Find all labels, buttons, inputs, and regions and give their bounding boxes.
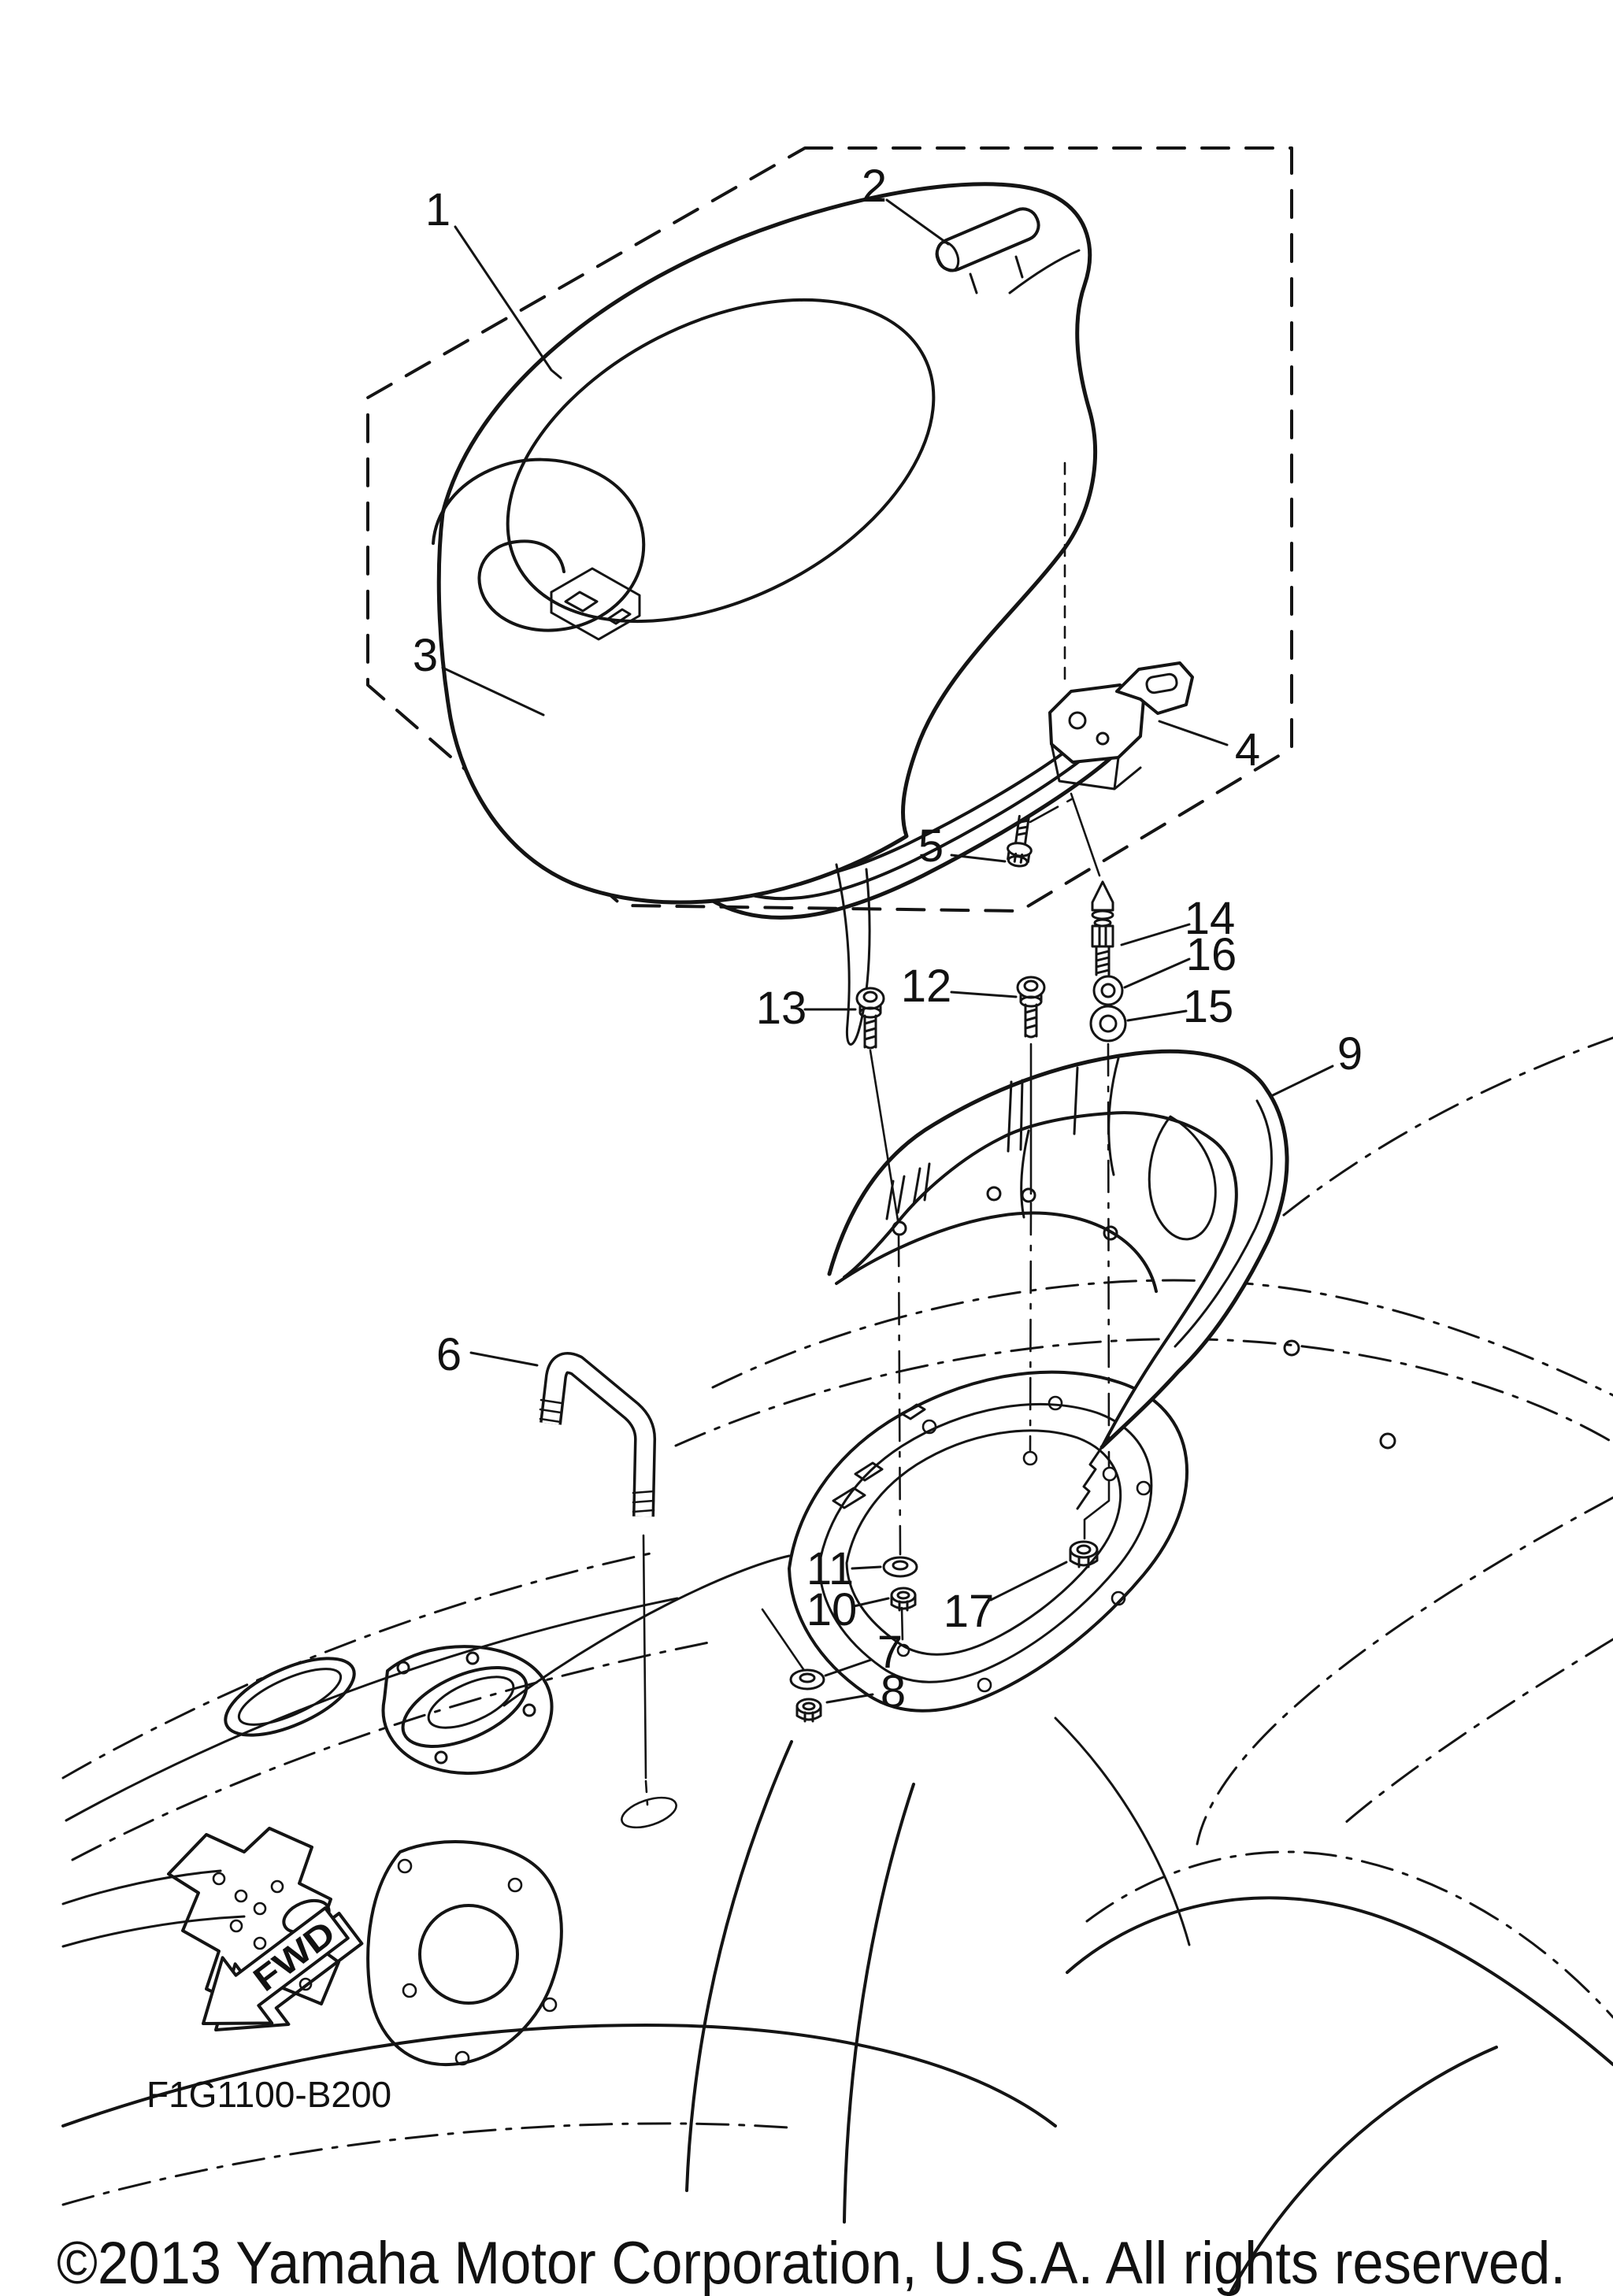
seat-hook-bracket	[550, 567, 641, 641]
copyright-text: ©2013 Yamaha Motor Corporation, U.S.A. A…	[57, 2230, 1566, 2296]
callout-labels: 1 2 3 4 5 6 7 8 9 10 11 12 13 14 15 16 1…	[413, 161, 1363, 1717]
callout-4: 4	[1235, 724, 1260, 776]
callout-11: 11	[806, 1543, 854, 1594]
seat-panel-seam	[506, 298, 936, 624]
callout-9: 9	[1337, 1028, 1363, 1079]
callout-2: 2	[862, 161, 887, 212]
screw-12	[1016, 976, 1046, 1039]
callout-1: 1	[425, 184, 451, 235]
callout-7: 7	[877, 1627, 903, 1678]
washer-16	[1092, 975, 1124, 1006]
callout-12: 12	[901, 961, 952, 1012]
callout-17: 17	[944, 1586, 995, 1637]
callout-leader-lines	[441, 198, 1334, 1704]
bolt-5	[1007, 815, 1033, 868]
callout-3: 3	[413, 630, 438, 681]
callout-8: 8	[881, 1666, 906, 1717]
callout-14: 14	[1185, 893, 1236, 944]
nut-10	[890, 1587, 917, 1612]
seat-rear-seam	[1008, 249, 1081, 294]
callout-15: 15	[1183, 981, 1234, 1032]
u-bolt-6	[539, 1352, 657, 1517]
callout-5: 5	[918, 820, 944, 872]
fwd-arrow-icon: FWD	[202, 1906, 364, 2031]
screw-13	[855, 987, 885, 1050]
nut-17	[1069, 1540, 1099, 1568]
callout-13: 13	[756, 983, 807, 1034]
seat-skirt-strap	[835, 863, 871, 1046]
seat-nose-curl	[432, 457, 646, 632]
washer-15	[1089, 1005, 1127, 1042]
callout-16: 16	[1186, 929, 1237, 980]
washer-11	[882, 1556, 918, 1578]
hull-vent-oval	[224, 1657, 356, 1737]
lock-pin-14	[1091, 880, 1114, 976]
washer-7	[789, 1668, 825, 1691]
part-code: F1G1100-B200	[146, 2074, 391, 2115]
assembly-guide-lines	[621, 461, 1118, 1829]
nut-8	[795, 1698, 822, 1723]
kit-boundary-dashed-box	[366, 146, 1293, 913]
seat-handle	[935, 207, 1040, 272]
hull-seat-opening-flange	[788, 1370, 1188, 1713]
callout-6: 6	[436, 1329, 462, 1380]
hull-access-flange	[366, 1840, 563, 2067]
seat-lock-bracket	[1048, 661, 1194, 791]
callout-10: 10	[806, 1584, 858, 1635]
hull-filler-flange	[381, 1645, 554, 1776]
hull-body	[61, 1036, 1613, 2296]
rear-rack	[827, 1049, 1289, 1510]
